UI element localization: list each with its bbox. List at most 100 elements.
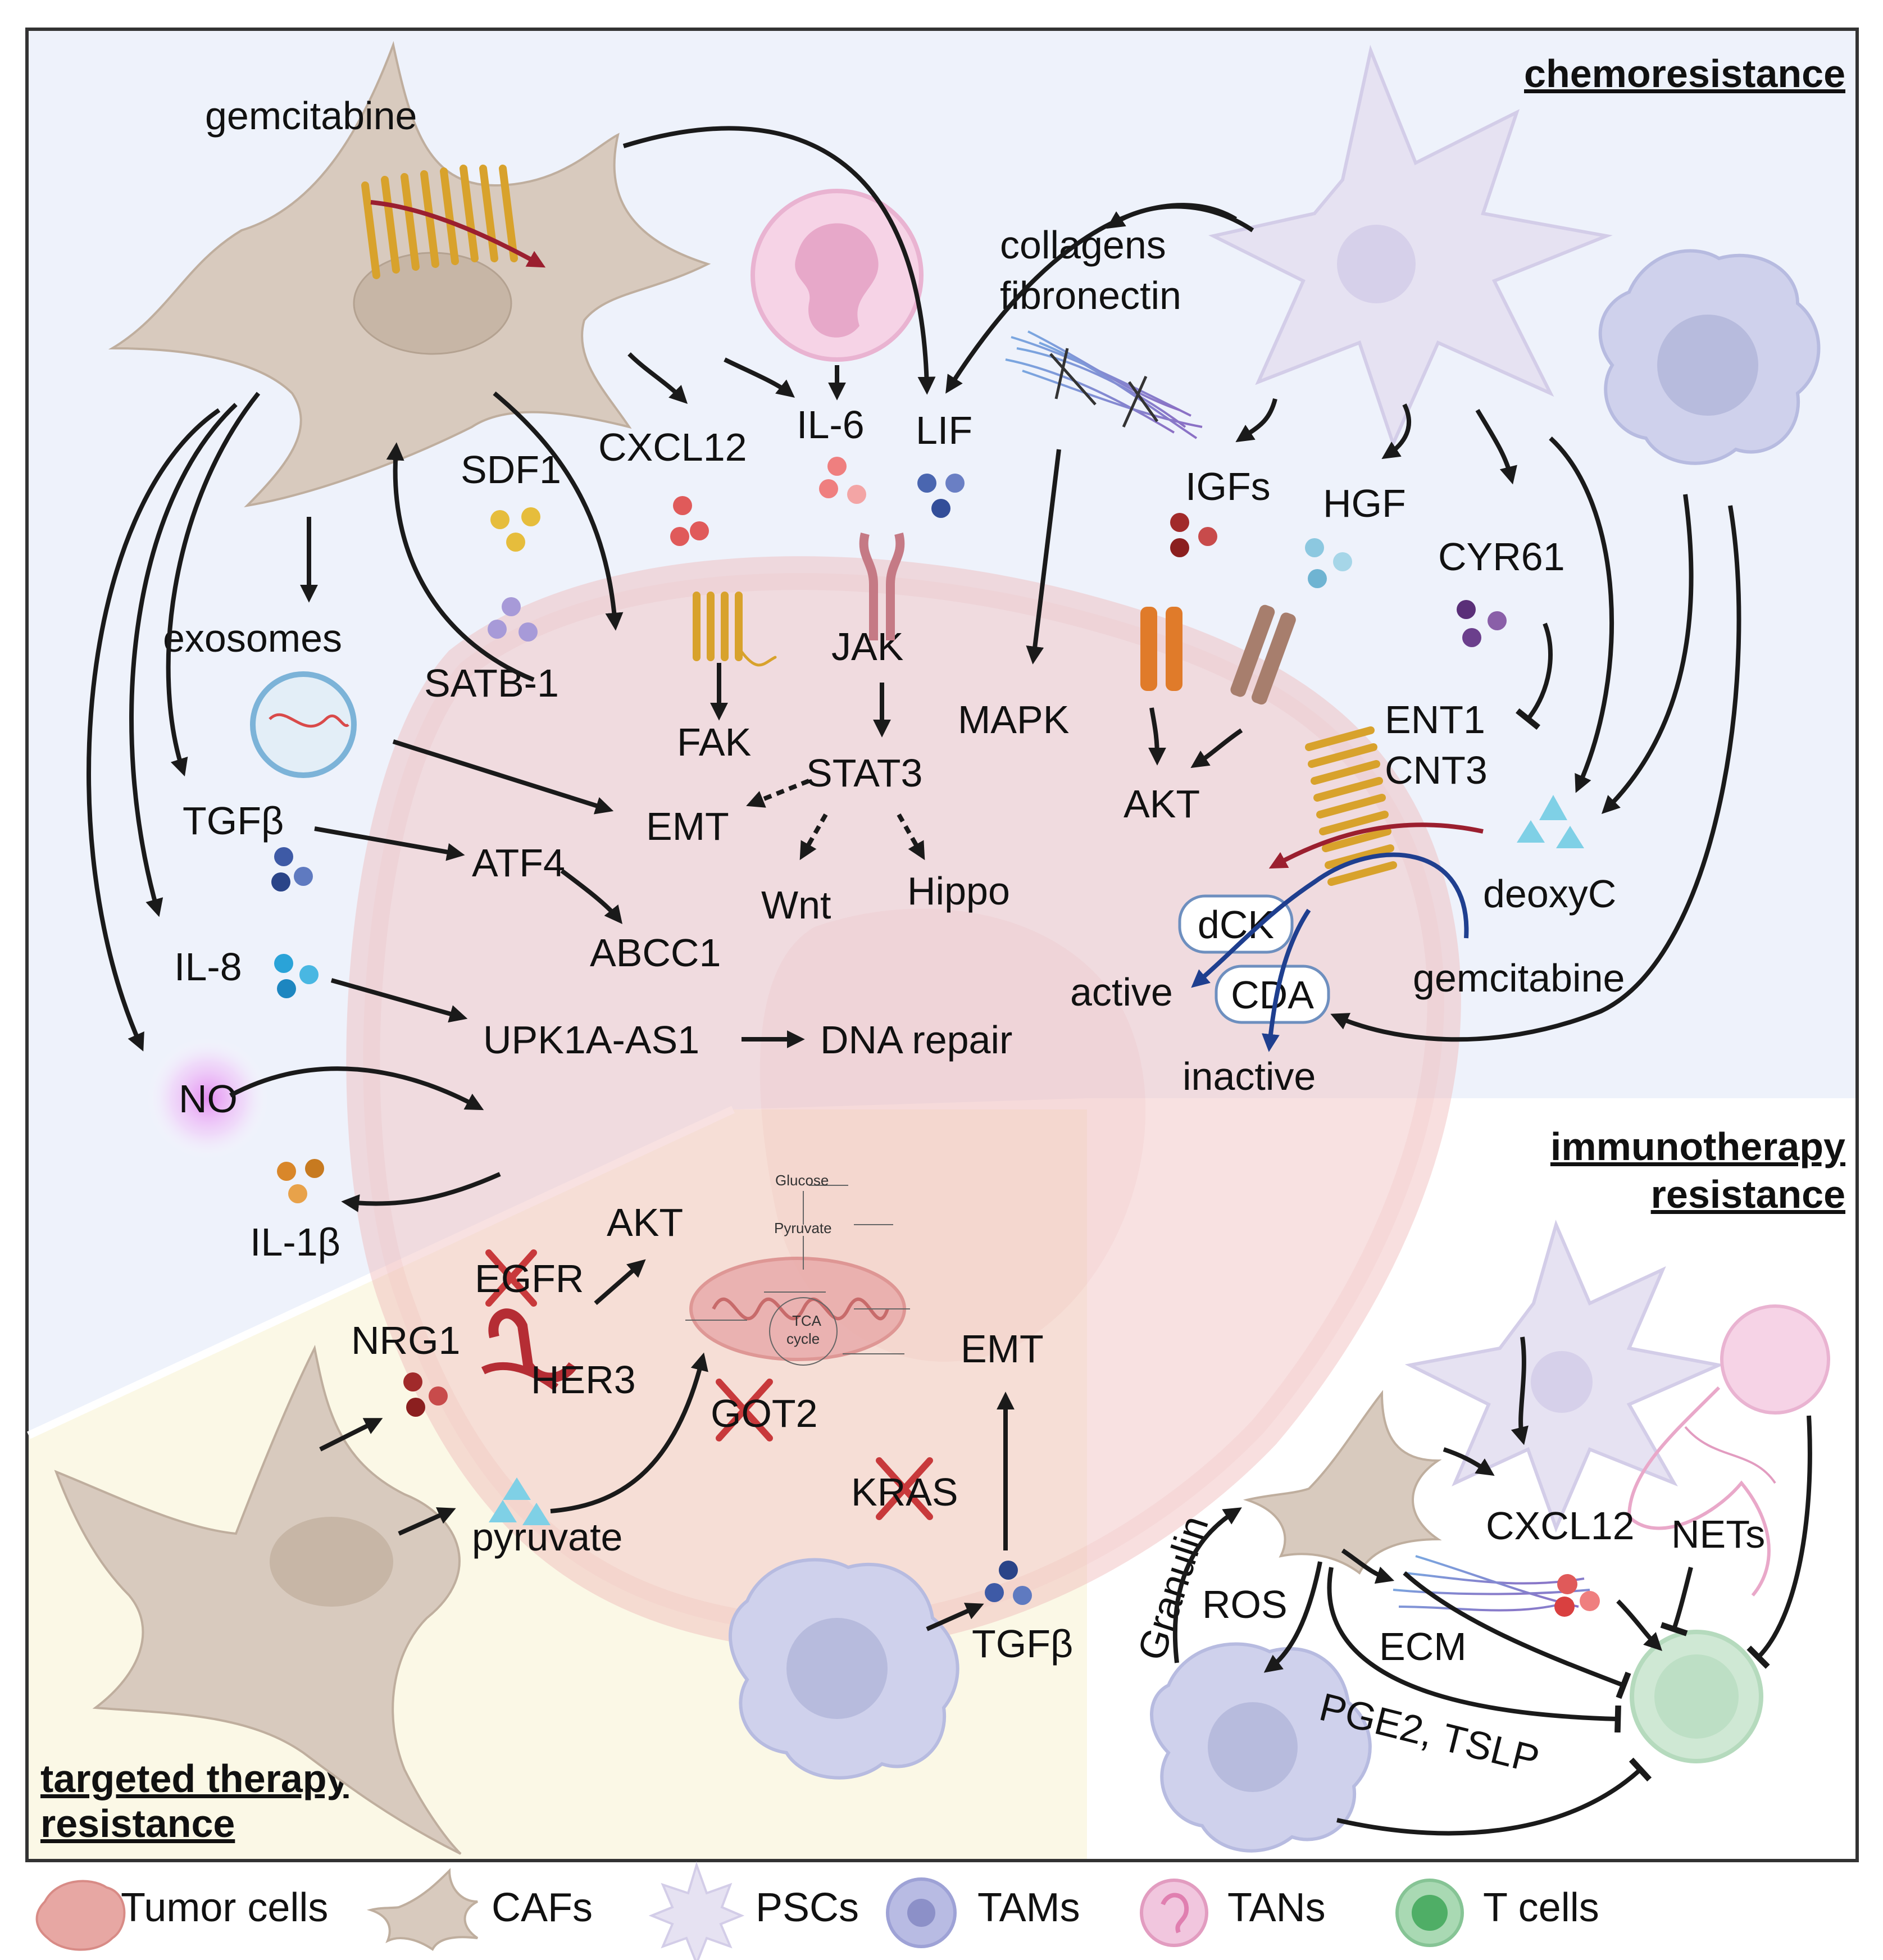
cxcl12-label-immuno: CXCL12 [1486,1504,1635,1548]
immunotherapy-title-line2: resistance [1651,1172,1845,1216]
nets-label: NETs [1671,1512,1765,1556]
ent1-cnt3-transporter-icon [1305,726,1397,886]
cxcl12-label-chemo: CXCL12 [598,425,747,469]
svg-text:TAMs: TAMs [977,1885,1080,1930]
legend-item-tumor: Tumor cells [35,1880,328,1951]
ligand-dots-chemo [271,457,1507,1203]
caf-cell-targeted [54,1344,462,1855]
cnt3-label: CNT3 [1385,748,1488,792]
abcc1-label: ABCC1 [590,931,721,975]
t-cell-immuno [1630,1630,1763,1763]
wnt-label: Wnt [761,883,831,927]
gemcitabine-metabolism-arrows [1191,822,1484,1052]
chemo-arrows [87,126,1741,1212]
fak-label: FAK [677,720,751,764]
ent1-label: ENT1 [1385,698,1485,742]
psc-icon [648,1861,745,1960]
got2-label: GOT2 [711,1391,818,1435]
her3-receptor-icon [481,1308,577,1391]
dna-repair-label: DNA repair [820,1018,1012,1062]
emt-label-targeted: EMT [961,1327,1044,1371]
ligand-dots-targeted [403,1372,1032,1605]
ecm-label: ECM [1379,1625,1467,1668]
deoxyc-triangles [1517,795,1584,848]
legend-item-tcell: T cells [1395,1879,1599,1947]
il1b-label: IL-1β [250,1220,340,1264]
kras-cross-icon [876,1457,933,1520]
gemcitabine-label-bottom: gemcitabine [1413,956,1625,1000]
svg-text:CAFs: CAFs [492,1885,593,1930]
dck-box: dCK [1178,894,1294,954]
atf4-label: ATF4 [472,841,565,885]
svg-text:Tumor cells: Tumor cells [121,1885,328,1930]
no-glow [146,1036,270,1160]
hippo-label: Hippo [907,869,1010,913]
collagens-label: collagens [1000,223,1166,267]
caf-cell-immuno [1243,1390,1442,1575]
cyr61-label: CYR61 [1438,535,1565,579]
fibronectin-label: fibronectin [1000,274,1181,317]
tgfb-label-targeted: TGFβ [972,1622,1073,1666]
svg-text:T cells: T cells [1483,1885,1599,1930]
collagen-fibers-top [1005,330,1203,439]
chemoresistance-title: chemoresistance [1524,52,1845,96]
akt-label-targeted: AKT [607,1200,683,1244]
glycolysis-schematic [685,1185,910,1366]
ligand-dots-immuno [1554,1574,1600,1617]
hgf-receptor-icon [1230,604,1296,705]
glucose-small-label: Glucose [775,1172,829,1189]
svg-text:PSCs: PSCs [756,1885,859,1930]
stat3-label: STAT3 [806,751,922,795]
svg-text:TANs: TANs [1227,1885,1326,1930]
upk1a-label: UPK1A-AS1 [483,1018,699,1062]
her3-label: HER3 [531,1358,636,1402]
legend-item-caf: CAFs [366,1868,593,1951]
got2-cross-icon [716,1379,773,1441]
satb1-label: SATB-1 [424,661,559,705]
psc-cell-top [1208,44,1613,449]
pyruvate-triangles [489,1477,551,1525]
tgfb-label-chemo: TGFβ [183,799,284,843]
tca-label-line1: TCA [792,1312,822,1329]
legend-item-psc: PSCs [648,1861,859,1960]
pyruvate-small-label: Pyruvate [774,1220,832,1236]
gemcitabine-label-top: gemcitabine [205,94,417,138]
psc-cell-immuno [1404,1220,1725,1533]
legend-item-tan: TANs [1140,1879,1326,1947]
gpcr-receptor-icon [693,592,777,667]
deoxyc-label: deoxyC [1483,872,1616,916]
legend-item-tam: TAMs [886,1877,1080,1948]
mapk-label: MAPK [958,698,1069,742]
central-tumor-cell [346,556,1461,1650]
tca-label-line2: cycle [786,1330,820,1347]
immunotherapy-title-line1: immunotherapy [1550,1125,1845,1168]
no-label: NO [179,1077,238,1121]
caf-icon [366,1868,479,1951]
active-label: active [1070,970,1173,1014]
tan-icon [1140,1879,1208,1947]
caf-cell-top [108,40,711,508]
akt-label-chemo: AKT [1124,782,1200,826]
kras-label: KRAS [851,1470,958,1514]
tan-nets-immuno [1627,1304,1830,1597]
exosome-icon [250,671,357,778]
stat3-dashed-arrows [746,779,925,861]
igf-receptor-icon [1140,607,1182,691]
jak-receptor-icon [859,533,905,640]
tam-cell-targeted [729,1558,959,1780]
egfr-cross-icon [485,1249,537,1307]
emt-label-chemo: EMT [646,804,729,848]
targeted-arrows [319,1259,1015,1631]
tan-cell-top [751,189,924,362]
legend: Tumor cells CAFs PSCs TAMs TANs T cells [35,1861,1599,1960]
il8-label: IL-8 [174,945,242,989]
tam-cell-top [1598,249,1821,465]
sdf1-label: SDF1 [461,448,561,492]
lif-label: LIF [916,408,972,452]
tumor-cell-icon [35,1880,126,1951]
egfr-label: EGFR [475,1257,584,1300]
hgf-label: HGF [1323,481,1406,525]
targeted-therapy-title-line2: resistance [40,1802,235,1845]
nrg1-label: NRG1 [351,1318,460,1362]
